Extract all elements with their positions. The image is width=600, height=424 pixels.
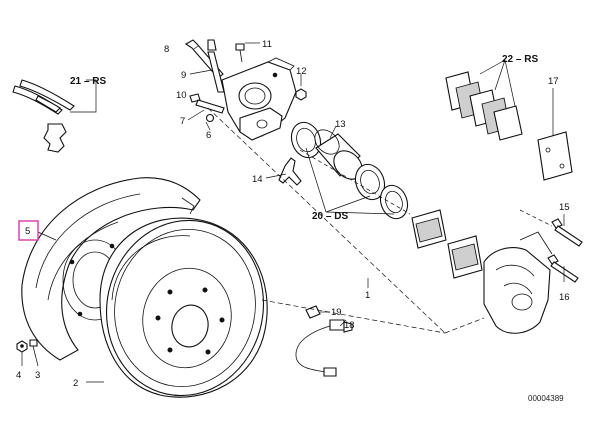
callout-6[interactable]: 6 [206, 130, 211, 141]
callout-2[interactable]: 2 [73, 378, 78, 389]
callout-21[interactable]: 21 – RS [70, 76, 106, 87]
nut-12 [295, 88, 307, 101]
callout-labels: 1 2 3 4 5 6 7 8 9 10 11 12 13 14 15 16 1… [16, 39, 570, 389]
caliper-housing [483, 231, 553, 334]
callout-22[interactable]: 22 – RS [502, 54, 538, 65]
callout-18[interactable]: 18 [344, 320, 355, 331]
assembly-lines [207, 107, 553, 334]
clip-set [12, 79, 75, 153]
screw-10 [235, 43, 245, 63]
callout-16[interactable]: 16 [559, 292, 570, 303]
callout-13[interactable]: 13 [335, 119, 346, 130]
anti-squeal-plate [537, 131, 573, 181]
guide-bolt-15 [551, 218, 583, 247]
piston [314, 129, 363, 180]
washer-6 [205, 113, 215, 123]
leader-lines [21, 42, 565, 383]
callout-19[interactable]: 19 [331, 307, 342, 318]
guide-bolt-16 [547, 254, 579, 283]
wear-sensor [295, 305, 353, 377]
callout-8[interactable]: 8 [164, 44, 169, 55]
piston-seal-ring [290, 121, 322, 159]
caliper-carrier [221, 57, 297, 141]
seal-ring-b [379, 184, 409, 220]
callout-14[interactable]: 14 [252, 174, 263, 185]
callout-7[interactable]: 7 [180, 116, 185, 127]
brake-disc [99, 217, 268, 398]
drawing-number: 00004389 [528, 394, 564, 403]
callout-15[interactable]: 15 [559, 202, 570, 213]
callout-4[interactable]: 4 [16, 370, 21, 381]
brake-pad-set [445, 71, 523, 141]
callout-9[interactable]: 9 [181, 70, 186, 81]
callout-5[interactable]: 5 [25, 226, 30, 237]
callout-10[interactable]: 10 [176, 90, 187, 101]
callout-1[interactable]: 1 [365, 290, 370, 301]
callout-11[interactable]: 11 [262, 39, 272, 50]
callout-20[interactable]: 20 – DS [312, 211, 348, 222]
bolt-7 [189, 93, 225, 114]
callout-17[interactable]: 17 [548, 76, 559, 87]
callout-5-highlight [18, 220, 39, 241]
callout-12[interactable]: 12 [296, 66, 307, 77]
callout-3[interactable]: 3 [35, 370, 40, 381]
screw-and-nut [16, 339, 38, 359]
inner-pads [411, 209, 483, 279]
spring-clip [278, 157, 302, 186]
bolt-9 [207, 39, 225, 93]
